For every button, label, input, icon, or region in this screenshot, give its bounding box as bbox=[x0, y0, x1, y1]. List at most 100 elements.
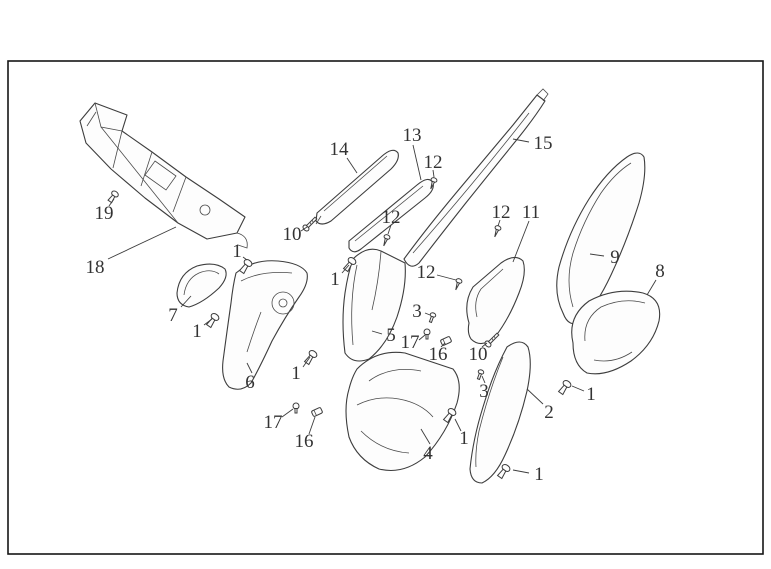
part-2-inner-line bbox=[475, 356, 504, 468]
part-14-trim-strip bbox=[315, 149, 399, 225]
part-4-bottom-line bbox=[360, 430, 410, 454]
callout-7-label: 7 bbox=[168, 305, 178, 326]
leader-3-b bbox=[481, 375, 486, 384]
callout-13-label: 13 bbox=[403, 125, 422, 146]
screw-shaft bbox=[455, 281, 461, 291]
part-4-top-line bbox=[368, 368, 422, 382]
callout-9-label: 9 bbox=[610, 247, 620, 268]
leader-1-d bbox=[302, 356, 311, 368]
callout-labels: 14 13 12 15 12 10 12 11 19 18 1 1 12 9 8… bbox=[86, 125, 665, 485]
leader-1-b bbox=[341, 264, 350, 274]
leader-1-f bbox=[454, 418, 462, 432]
leader-12-a bbox=[432, 169, 435, 178]
callout-16-label-b: 16 bbox=[295, 431, 314, 452]
part-8-outline bbox=[571, 290, 661, 375]
part-5-outline bbox=[342, 248, 406, 362]
grommet-stem bbox=[294, 408, 298, 414]
screw-shaft bbox=[496, 468, 507, 480]
leader-16-a bbox=[440, 342, 446, 348]
part-8-lower-line bbox=[593, 351, 633, 362]
callout-11-label: 11 bbox=[522, 202, 540, 223]
callout-12-label-b: 12 bbox=[382, 207, 401, 228]
leader-1-g bbox=[512, 469, 530, 474]
part-18-hatch-box bbox=[144, 160, 177, 191]
leader-1-e bbox=[571, 385, 585, 392]
screw-shaft bbox=[476, 372, 483, 381]
leader-12-b bbox=[387, 224, 392, 235]
leader-1-a bbox=[242, 256, 248, 261]
grommet-stem bbox=[425, 334, 429, 340]
callout-1-label-b: 1 bbox=[330, 269, 340, 290]
part-15-tip bbox=[536, 88, 549, 102]
screw-12-a bbox=[430, 177, 438, 190]
leader-10-b bbox=[481, 342, 488, 348]
part-2-lower-panel bbox=[469, 341, 531, 484]
callout-12-label-a: 12 bbox=[424, 152, 443, 173]
screw-shaft bbox=[430, 180, 436, 190]
callout-4-label: 4 bbox=[423, 443, 433, 464]
part-9-inner-line bbox=[568, 162, 632, 308]
screw-shaft bbox=[557, 384, 568, 396]
leader-7 bbox=[180, 295, 192, 308]
clip-16-a bbox=[440, 336, 452, 346]
callout-12-label-c: 12 bbox=[492, 202, 511, 223]
part-13-trim-strip bbox=[348, 178, 434, 253]
screw-10-b bbox=[484, 332, 500, 348]
callout-1-label-g: 1 bbox=[534, 464, 544, 485]
screw-1-e bbox=[442, 408, 457, 424]
screw-shaft bbox=[428, 315, 435, 324]
screw-shaft bbox=[238, 263, 249, 275]
part-11-bracket-panel bbox=[466, 256, 525, 345]
screw-shaft bbox=[305, 216, 318, 229]
callout-1-label-d: 1 bbox=[291, 363, 301, 384]
screw-shaft bbox=[442, 412, 453, 424]
part-15-inner-line bbox=[412, 112, 530, 254]
part-18-mount-hole bbox=[199, 204, 211, 216]
part-18-hook bbox=[236, 232, 248, 249]
leader-6 bbox=[246, 362, 253, 374]
leader-14 bbox=[346, 157, 358, 174]
part-18-lower-rail bbox=[100, 126, 179, 224]
part-14-outline bbox=[315, 149, 399, 225]
part-18-rib-2 bbox=[140, 151, 153, 187]
part-18-edge bbox=[86, 111, 97, 127]
callout-3-label-b: 3 bbox=[479, 381, 489, 402]
leader-17-b bbox=[281, 408, 294, 418]
grommet-17-a bbox=[423, 328, 431, 340]
part-7-inner-line bbox=[183, 270, 220, 296]
callout-10-label-b: 10 bbox=[469, 344, 488, 365]
part-11-outline bbox=[466, 256, 525, 345]
callout-18-label: 18 bbox=[86, 257, 105, 278]
callout-1-label-e: 1 bbox=[586, 384, 596, 405]
part-6-side-cover bbox=[222, 260, 308, 390]
leader-10-a bbox=[300, 226, 308, 232]
screw-1-d bbox=[303, 350, 318, 366]
screw-shaft bbox=[383, 237, 389, 247]
callout-5-label: 5 bbox=[386, 325, 396, 346]
leader-18 bbox=[107, 226, 177, 260]
leader-2 bbox=[526, 388, 544, 405]
part-6-lower-line bbox=[246, 311, 262, 353]
part-4-mid-line bbox=[356, 397, 434, 418]
callout-16-label-a: 16 bbox=[429, 344, 448, 365]
callout-1-label-f: 1 bbox=[459, 428, 469, 449]
part-14-end-tab bbox=[315, 215, 322, 225]
screw-1-g bbox=[496, 464, 511, 480]
screw-1-f bbox=[557, 380, 572, 396]
screw-3-a bbox=[428, 312, 437, 324]
leader-12-d bbox=[436, 274, 457, 281]
callout-17-label-b: 17 bbox=[264, 412, 283, 433]
leader-13 bbox=[412, 144, 422, 181]
callout-2-label: 2 bbox=[544, 402, 554, 423]
clip-16-b bbox=[311, 407, 323, 417]
leader-12-c bbox=[497, 219, 501, 227]
screw-shaft bbox=[487, 332, 500, 345]
part-18-rear-frame bbox=[79, 102, 248, 249]
callout-3-label-a: 3 bbox=[412, 301, 422, 322]
callout-1-label-a: 1 bbox=[232, 241, 242, 262]
part-6-hole-inner bbox=[278, 298, 288, 308]
screw-threads bbox=[491, 335, 496, 341]
leader-15 bbox=[512, 138, 530, 143]
leader-1-c bbox=[203, 318, 213, 326]
